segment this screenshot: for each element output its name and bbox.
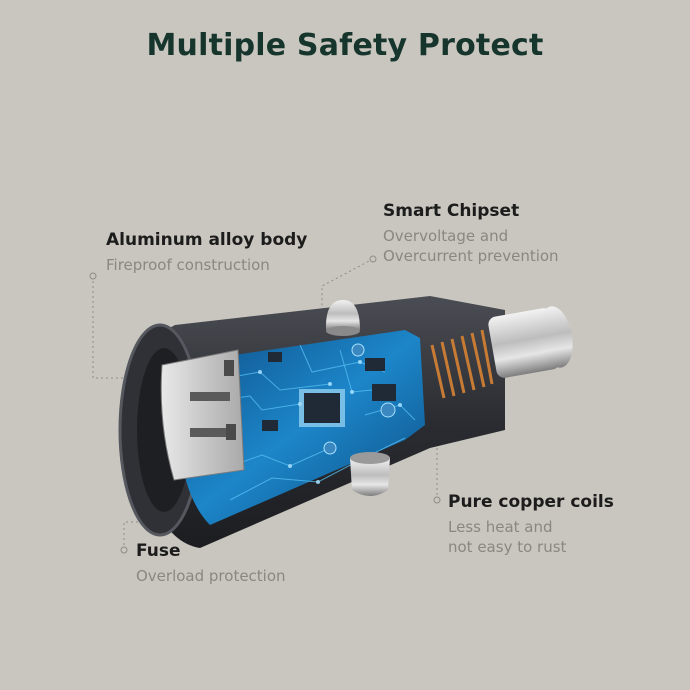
- feature-description-line: Overcurrent prevention: [383, 247, 559, 265]
- feature-title: Aluminum alloy body: [106, 230, 308, 250]
- chipset-chip: [299, 389, 345, 427]
- leader-dot-chipset: [369, 255, 377, 263]
- feature-description-line: Overvoltage and: [383, 227, 509, 245]
- feature-smart-chipset: Smart Chipset Overvoltage and Overcurren…: [383, 201, 559, 266]
- feature-fuse: Fuse Overload protection: [136, 541, 286, 586]
- side-contact-top: [325, 300, 360, 336]
- feature-aluminum-alloy: Aluminum alloy body Fireproof constructi…: [106, 230, 307, 275]
- leader-dot-alloy: [89, 272, 97, 280]
- feature-description: Fireproof construction: [106, 255, 307, 275]
- feature-description: Less heat and not easy to rust: [448, 517, 614, 557]
- feature-description: Overload protection: [136, 566, 286, 586]
- leader-dot-copper: [433, 496, 441, 504]
- feature-title: Fuse: [136, 541, 181, 561]
- page-title: Multiple Safety Protect: [146, 28, 544, 63]
- feature-title: Pure copper coils: [448, 492, 614, 512]
- feature-description-line: Fireproof construction: [106, 256, 270, 274]
- side-contact-bottom: [350, 452, 390, 496]
- copper-coil: [430, 329, 494, 399]
- feature-description: Overvoltage and Overcurrent prevention: [383, 226, 559, 266]
- feature-description-line: Less heat and: [448, 518, 553, 536]
- usb-connector: [160, 349, 245, 481]
- feature-copper-coils: Pure copper coils Less heat and not easy…: [448, 492, 614, 557]
- tip-contact: [488, 306, 573, 378]
- feature-description-line: not easy to rust: [448, 538, 567, 556]
- feature-description-line: Overload protection: [136, 567, 286, 585]
- feature-title: Smart Chipset: [383, 201, 520, 221]
- leader-dot-fuse: [120, 546, 128, 554]
